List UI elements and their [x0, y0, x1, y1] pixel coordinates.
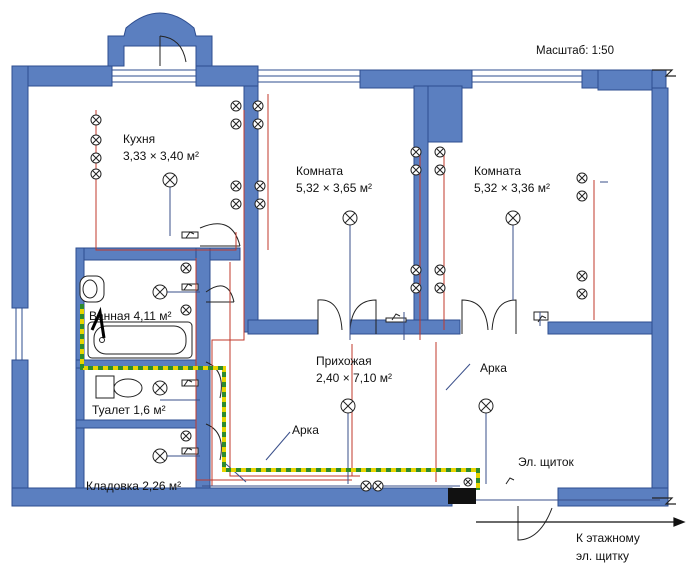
- arch-label-2: Арка: [480, 361, 507, 375]
- wiring-blue: [160, 180, 660, 501]
- sockets: [90, 100, 588, 492]
- lamp-storage: [152, 448, 168, 464]
- bath-label: Ванная 4,11 м²: [89, 309, 171, 323]
- windows: [15, 69, 582, 360]
- lamp-hall: [340, 398, 356, 414]
- lamp-toilet: [152, 380, 168, 396]
- kitchen-name: Кухня: [123, 132, 155, 146]
- toilet-fixture: [95, 375, 143, 399]
- ceiling-lamps: [152, 172, 521, 464]
- wiring-red: [95, 94, 595, 486]
- bath-conduit: [90, 306, 106, 339]
- panel-label: Эл. щиток: [518, 455, 575, 469]
- lamp-kitchen: [162, 172, 178, 188]
- bathtub: [79, 275, 193, 359]
- kitchen-dims: 3,33 × 3,40 м²: [123, 149, 199, 163]
- lamp-room2: [505, 210, 521, 226]
- room2-dims: 5,32 × 3,36 м²: [474, 181, 550, 195]
- room1-dims: 5,32 × 3,65 м²: [296, 181, 372, 195]
- lamp-hall-2: [478, 398, 494, 414]
- fixtures: [181, 231, 549, 455]
- toilet-label: Туалет 1,6 м²: [92, 403, 166, 417]
- hall-name: Прихожая: [316, 354, 372, 368]
- feed-arrow: [476, 517, 686, 527]
- storage-label: Кладовка 2,26 м²: [86, 479, 181, 493]
- doors: [159, 35, 553, 541]
- feed-label-1: К этажному: [576, 531, 640, 545]
- lamp-bath: [152, 284, 168, 300]
- scale-label: Масштаб: 1:50: [536, 45, 614, 57]
- arch-label-1: Арка: [292, 423, 319, 437]
- switches: [183, 231, 547, 485]
- hall-dims: 2,40 × 7,10 м²: [316, 371, 392, 385]
- lamp-room1: [342, 210, 358, 226]
- room2-name: Комната: [474, 164, 521, 178]
- scale-bracket: [652, 69, 676, 505]
- ground-bus: [80, 304, 480, 490]
- walls: [11, 12, 669, 507]
- electric-panel: [448, 488, 476, 504]
- room1-name: Комната: [296, 164, 343, 178]
- feed-label-2: эл. щитку: [576, 549, 629, 563]
